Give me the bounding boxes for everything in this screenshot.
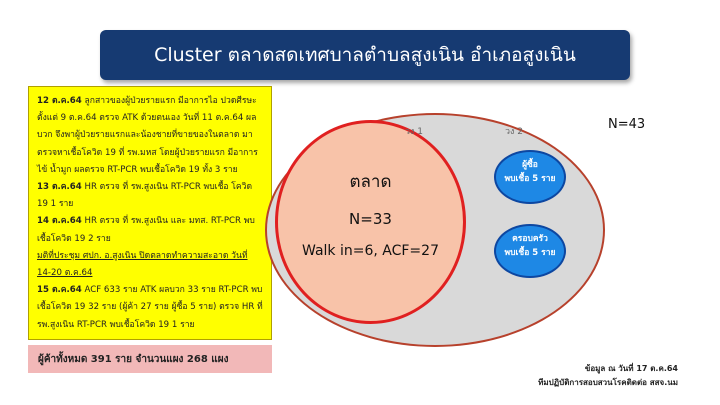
timeline-resolution: มติที่ประชุม ศปก. อ.สูงเนิน ปิดตลาดทำควา… [37,250,248,279]
timeline-text: HR ตรวจ ที่ รพ.สูงเนิน และ มทส. RT-PCR พ… [37,216,255,244]
timeline-text: ACF 633 ราย ATK ผลบวก 33 ราย RT-PCR พบเช… [37,285,263,330]
timeline-entry: 13 ต.ค.64 HR ตรวจ ที่ รพ.สูงเนิน RT-PCR … [37,179,263,213]
buyer-circle [494,150,566,204]
source-note: ข้อมูล ณ วันที่ 17 ต.ค.64 ทีมปฏิบัติการส… [538,362,678,390]
page-title: Cluster ตลาดสดเทศบาลตำบลสูงเนิน อำเภอสูง… [100,30,630,80]
buyer-title: ผู้ซื้อ [522,160,538,170]
timeline-entry: 12 ต.ค.64 ลูกสาวของผู้ป่วยรายแรก มีอาการ… [37,93,263,179]
timeline-date: 13 ต.ค.64 [37,182,82,193]
buyer-count: พบเชื้อ 5 ราย [504,174,556,184]
timeline-date: 12 ต.ค.64 [37,96,82,106]
family-label: ครอบครัว พบเชื้อ 5 ราย [490,232,570,260]
market-zone-ellipse [275,120,466,324]
family-count: พบเชื้อ 5 ราย [504,248,556,258]
zone1-label: วง 1 [405,127,424,137]
buyer-label: ผู้ซื้อ พบเชื้อ 5 ราย [490,158,570,186]
timeline-text: ลูกสาวของผู้ป่วยรายแรก มีอาการไอ ปวดศีรษ… [37,96,258,175]
timeline-date: 15 ต.ค.64 [37,285,82,296]
market-detail: Walk in=6, ACF=27 [302,243,439,259]
vendor-summary: ผู้ค้าทั้งหมด 391 ราย จำนวนแผง 268 แผง [28,345,272,373]
market-n: N=33 [349,210,392,228]
total-n: N=43 [608,117,646,132]
family-title: ครอบครัว [512,234,548,244]
timeline-date: 14 ต.ค.64 [37,216,82,227]
family-circle [494,224,566,278]
source-team: ทีมปฏิบัติการสอบสวนโรคติดต่อ สสจ.นม [538,378,678,387]
timeline-entry: 14 ต.ค.64 HR ตรวจ ที่ รพ.สูงเนิน และ มทส… [37,213,263,247]
timeline-entry: 15 ต.ค.64 ACF 633 ราย ATK ผลบวก 33 ราย R… [37,282,263,334]
timeline-box: 12 ต.ค.64 ลูกสาวของผู้ป่วยรายแรก มีอาการ… [28,86,272,340]
source-date: ข้อมูล ณ วันที่ 17 ต.ค.64 [584,364,678,373]
market-label: ตลาด [349,172,392,192]
zone2-label: วง 2 [505,127,524,137]
timeline-text: HR ตรวจ ที่ รพ.สูงเนิน RT-PCR พบเชื้อ โค… [37,182,253,210]
